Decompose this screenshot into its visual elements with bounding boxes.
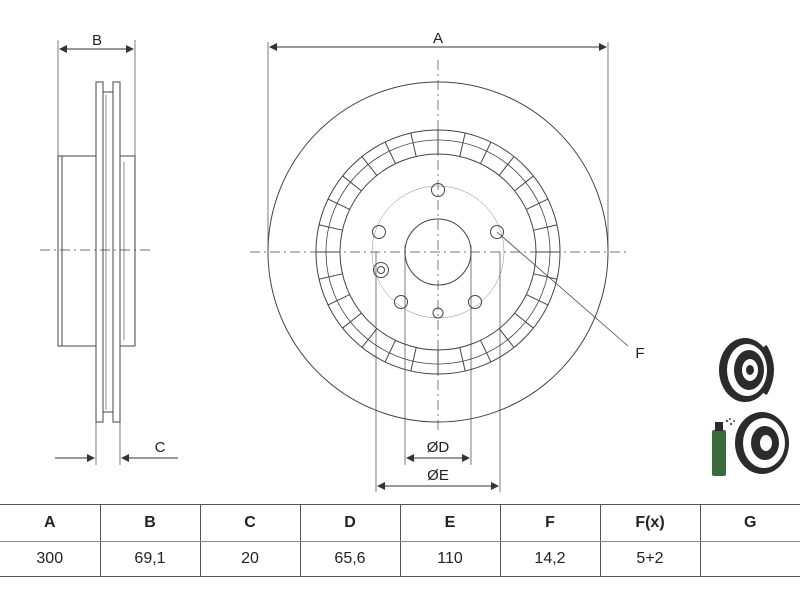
header-e: E — [399, 504, 501, 542]
header-d: D — [299, 504, 401, 542]
vent-vane — [514, 312, 534, 329]
front-view — [250, 42, 630, 492]
value-g — [699, 541, 800, 577]
vent-vane — [327, 198, 350, 210]
side-view — [40, 40, 178, 465]
vent-vane — [533, 224, 558, 231]
vent-vane — [384, 340, 396, 363]
vent-vane — [533, 273, 558, 280]
dim-label-b: B — [92, 32, 102, 49]
header-a: A — [0, 504, 101, 542]
header-c: C — [199, 504, 301, 542]
dim-label-f: F — [635, 345, 644, 362]
vent-vane — [459, 132, 466, 157]
vent-vane — [327, 294, 350, 306]
header-f: F — [499, 504, 601, 542]
vent-vane — [361, 328, 378, 348]
technical-drawing: B C — [40, 30, 789, 492]
dim-label-c: C — [155, 439, 166, 456]
dim-label-a: A — [433, 30, 443, 47]
vent-vane — [480, 340, 492, 363]
dim-label-d: ØD — [427, 439, 450, 456]
vent-vane — [526, 198, 549, 210]
vent-vane — [318, 224, 343, 231]
header-g: G — [699, 504, 800, 542]
vent-vane — [514, 175, 534, 192]
spec-table-value-row: 300 69,1 20 65,6 110 14,2 5+2 — [0, 541, 800, 577]
dim-label-e: ØE — [427, 467, 449, 484]
coated-disc-icon — [735, 412, 789, 474]
vent-vane — [498, 156, 515, 176]
vent-vane — [410, 132, 417, 157]
vent-vane — [342, 312, 362, 329]
vent-vane — [318, 273, 343, 280]
header-b: B — [99, 504, 201, 542]
vent-vane — [498, 328, 515, 348]
value-e: 110 — [399, 541, 501, 577]
vent-vane — [342, 175, 362, 192]
brake-disc-icon — [719, 338, 774, 402]
vent-vanes — [316, 130, 560, 374]
header-fx: F(x) — [599, 504, 701, 542]
spray-can-icon — [712, 418, 735, 476]
vent-vane — [410, 347, 417, 372]
vent-vane — [384, 141, 396, 164]
vent-vane — [361, 156, 378, 176]
vent-vane — [526, 294, 549, 306]
vent-vane — [459, 347, 466, 372]
value-f: 14,2 — [499, 541, 601, 577]
value-b: 69,1 — [99, 541, 201, 577]
value-d: 65,6 — [299, 541, 401, 577]
value-fx: 5+2 — [599, 541, 701, 577]
value-a: 300 — [0, 541, 101, 577]
vent-vane — [480, 141, 492, 164]
spec-table: A B C D E F F(x) G 300 69,1 20 65,6 110 … — [0, 504, 800, 577]
spec-table-header-row: A B C D E F F(x) G — [0, 504, 800, 542]
value-c: 20 — [199, 541, 301, 577]
